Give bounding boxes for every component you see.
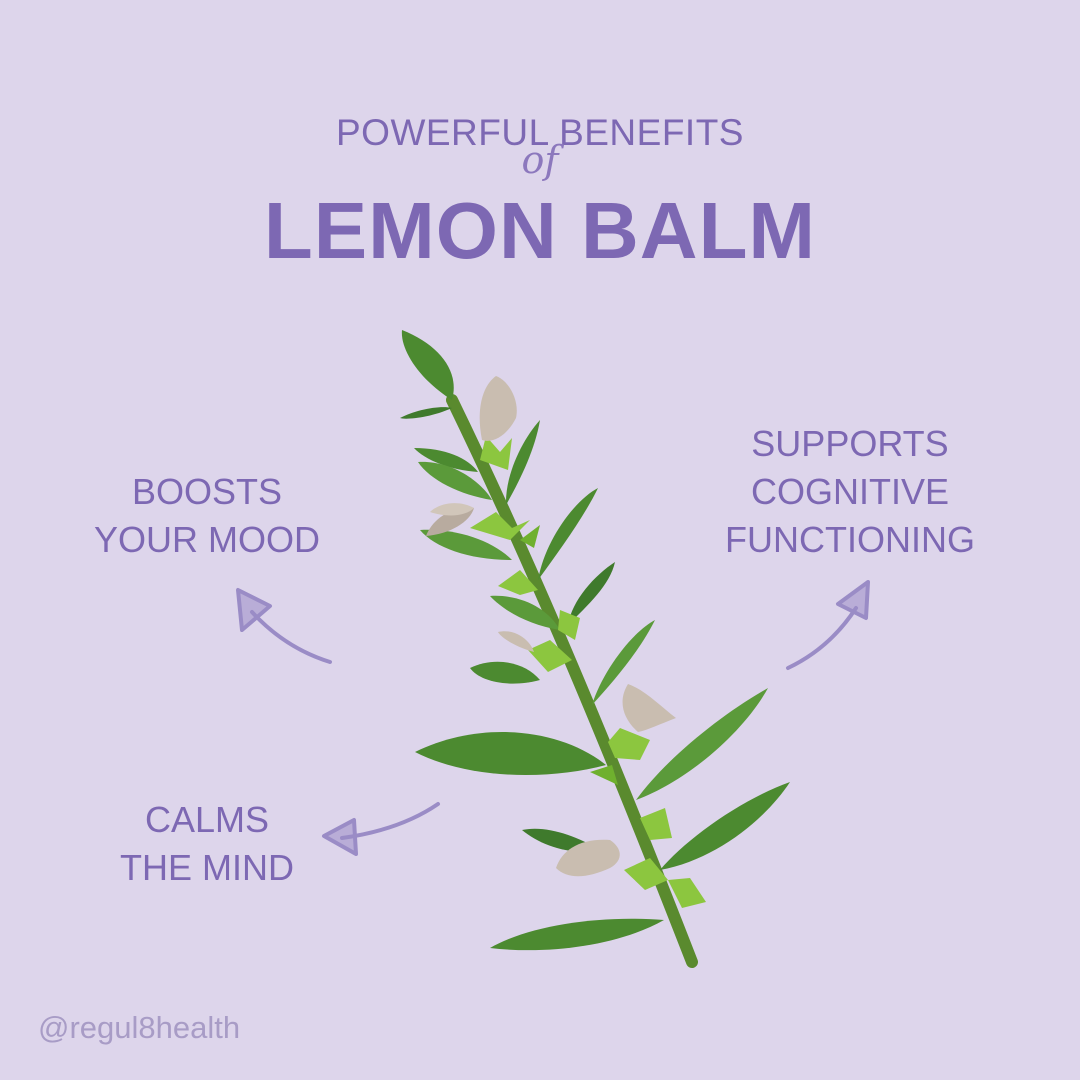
benefit-line: FUNCTIONING [725,519,975,560]
title-lemon-balm: LEMON BALM [263,186,817,275]
arrow-left-icon [322,802,440,856]
benefit-boosts-mood: BOOSTS YOUR MOOD [62,468,352,564]
title-powerful-benefits: POWERFUL BENEFITS [335,112,744,153]
arrow-up-left-icon [236,588,332,664]
benefit-calms-mind: CALMS THE MIND [62,796,352,892]
benefit-line: YOUR MOOD [93,519,320,560]
title-of-script: of [521,138,559,182]
benefit-line: COGNITIVE [750,471,950,512]
social-handle: @regul8health [38,1010,241,1045]
arrow-up-right-icon [786,580,870,670]
benefit-line: THE MIND [120,847,294,888]
benefit-line: SUPPORTS [751,423,949,464]
benefit-cognitive: SUPPORTS COGNITIVE FUNCTIONING [690,420,1010,564]
lemon-balm-plant-icon [400,330,790,968]
benefit-line: CALMS [144,799,270,840]
benefit-line: BOOSTS [131,471,283,512]
